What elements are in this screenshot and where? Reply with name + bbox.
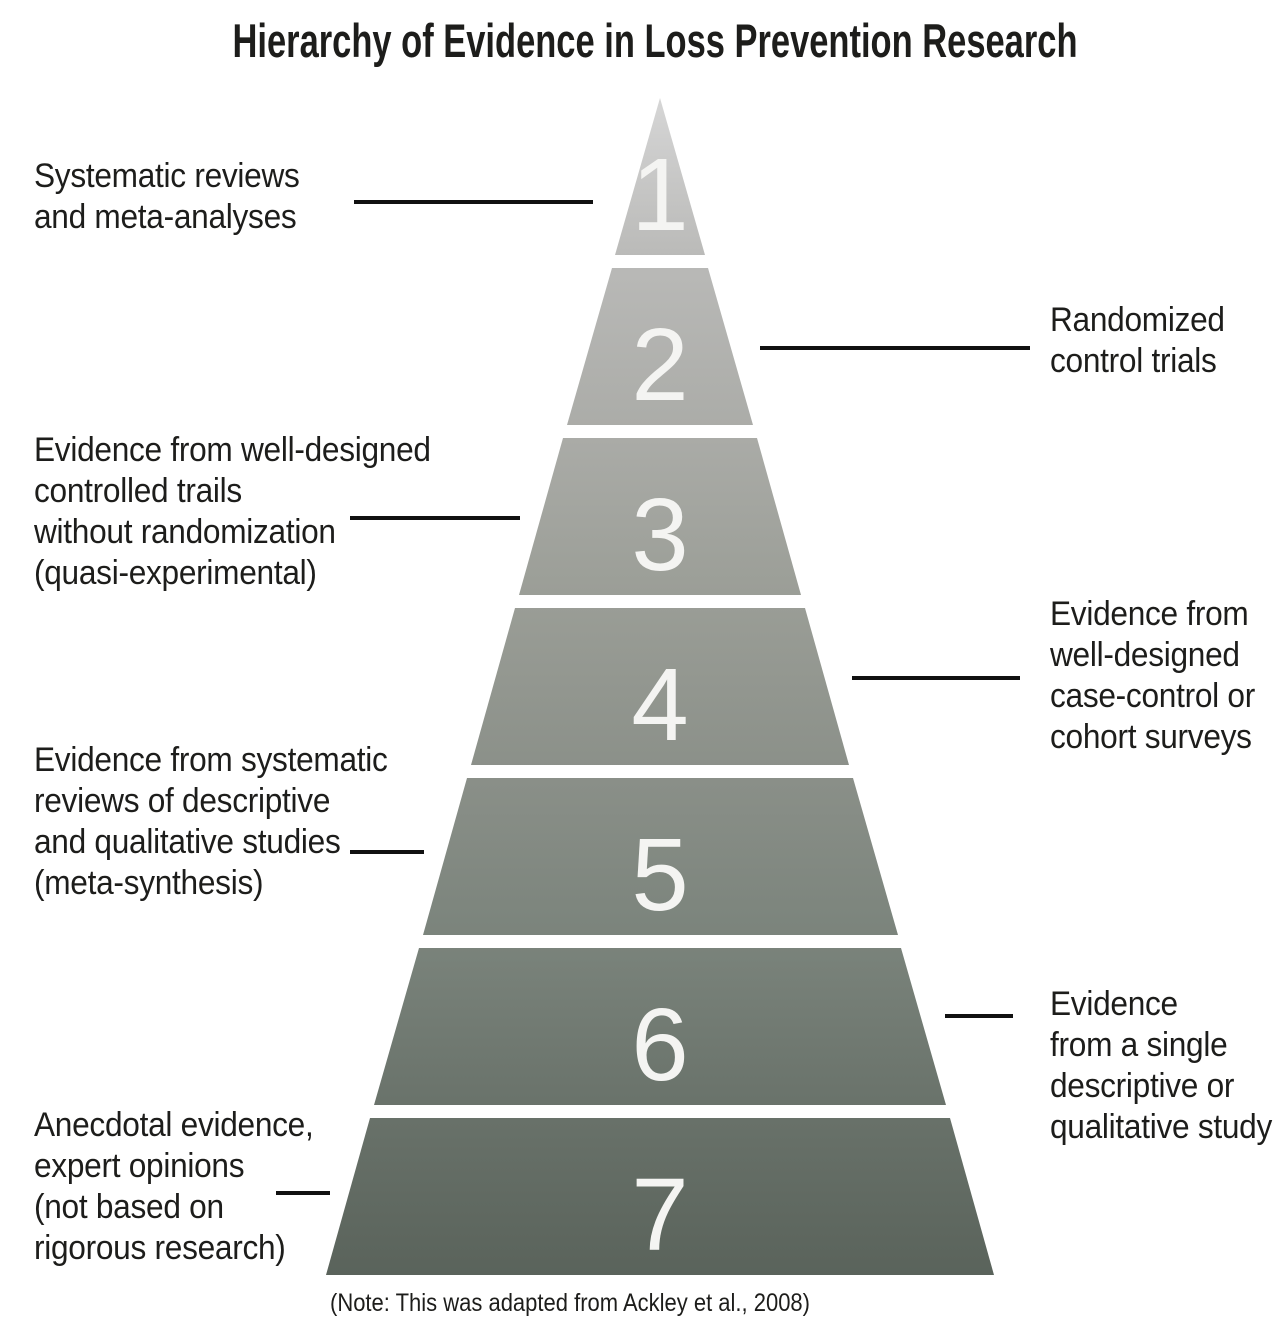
level-3-number: 3 xyxy=(631,477,688,592)
pyramid-level-4-shape xyxy=(471,608,849,765)
diagram-title: Hierarchy of Evidence in Loss Prevention… xyxy=(233,14,1078,67)
level-1-number: 1 xyxy=(631,137,688,252)
pyramid-level-6-shape xyxy=(374,948,946,1105)
label-level-1-systematic-reviews: Systematic reviews and meta-analyses xyxy=(34,157,300,236)
level-6-number: 6 xyxy=(631,987,688,1102)
label-level-5-meta-synthesis: Evidence from systematic reviews of desc… xyxy=(34,741,388,902)
pyramid-level-2-shape xyxy=(567,268,753,425)
label-level-4-case-control-cohort: Evidence from well-designed case-control… xyxy=(1050,595,1255,756)
source-note: (Note: This was adapted from Ackley et a… xyxy=(330,1289,810,1317)
label-level-3-quasi-experimental: Evidence from well-designed controlled t… xyxy=(34,431,431,592)
level-4-number: 4 xyxy=(631,647,688,762)
level-5-number: 5 xyxy=(631,817,688,932)
label-level-7-anecdotal-evidence: Anecdotal evidence, expert opinions (not… xyxy=(34,1106,314,1267)
label-level-2-randomized-control-trials: Randomized control trials xyxy=(1050,301,1225,380)
level-2-number: 2 xyxy=(631,307,688,422)
pyramid-level-3-shape xyxy=(519,438,801,595)
pyramid-level-5-shape xyxy=(423,778,898,935)
pyramid-level-7-shape xyxy=(326,1118,994,1275)
level-7-number: 7 xyxy=(631,1157,688,1272)
label-level-6-single-descriptive-study: Evidence from a single descriptive or qu… xyxy=(1050,985,1273,1146)
pyramid-level-1-shape xyxy=(615,98,705,255)
